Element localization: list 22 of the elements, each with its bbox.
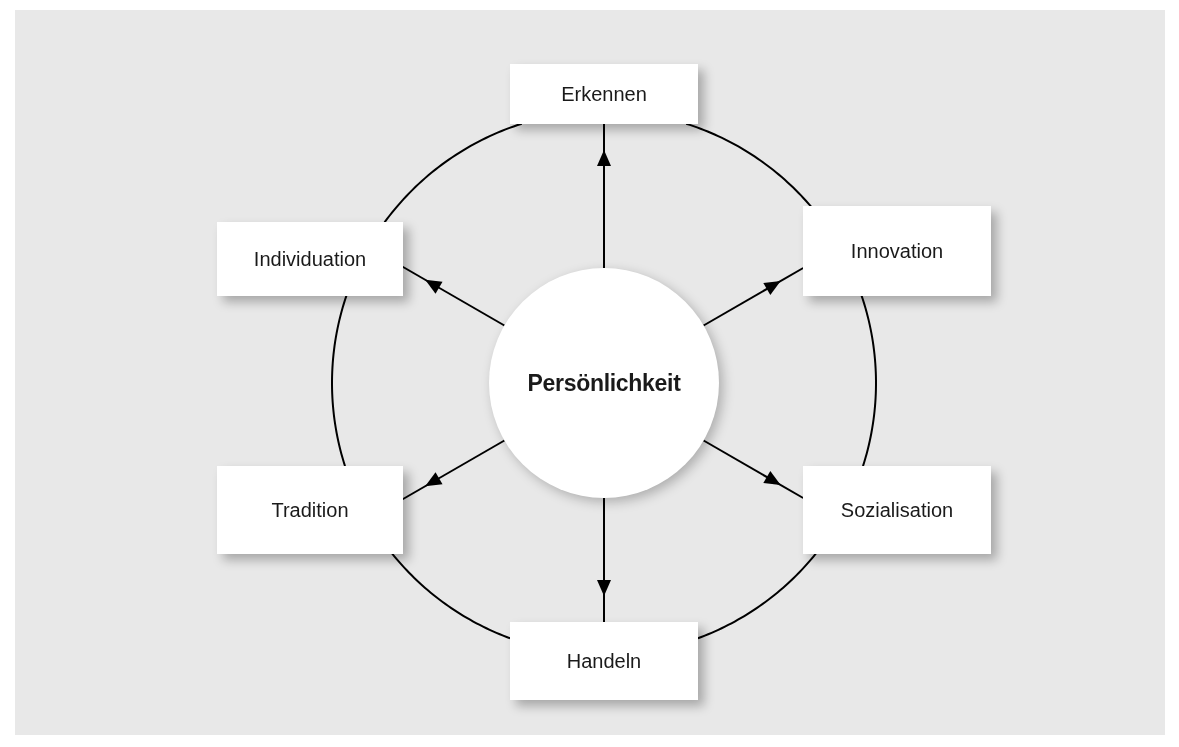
node-label: Individuation — [253, 247, 367, 271]
ring-arc — [685, 122, 813, 208]
arrow — [597, 497, 611, 623]
node-label: Persönlichkeit — [527, 369, 681, 397]
ring-arc — [391, 552, 512, 640]
ring-arc — [331, 294, 348, 468]
node-label: Handeln — [566, 649, 642, 673]
ring-arc — [383, 122, 523, 224]
concept-box — [510, 64, 698, 124]
concept-box — [510, 622, 698, 700]
node-label: Erkennen — [561, 82, 647, 106]
arrow — [702, 439, 805, 499]
concept-box — [217, 466, 403, 554]
node-label: Sozialisation — [840, 498, 954, 522]
arrow — [597, 123, 611, 269]
concept-box — [217, 222, 403, 296]
concept-box — [803, 466, 991, 554]
ring-arc — [860, 294, 877, 468]
arrow — [702, 267, 805, 327]
node-label: Tradition — [271, 498, 349, 522]
concept-box — [803, 206, 991, 296]
node-label: Innovation — [850, 239, 944, 263]
